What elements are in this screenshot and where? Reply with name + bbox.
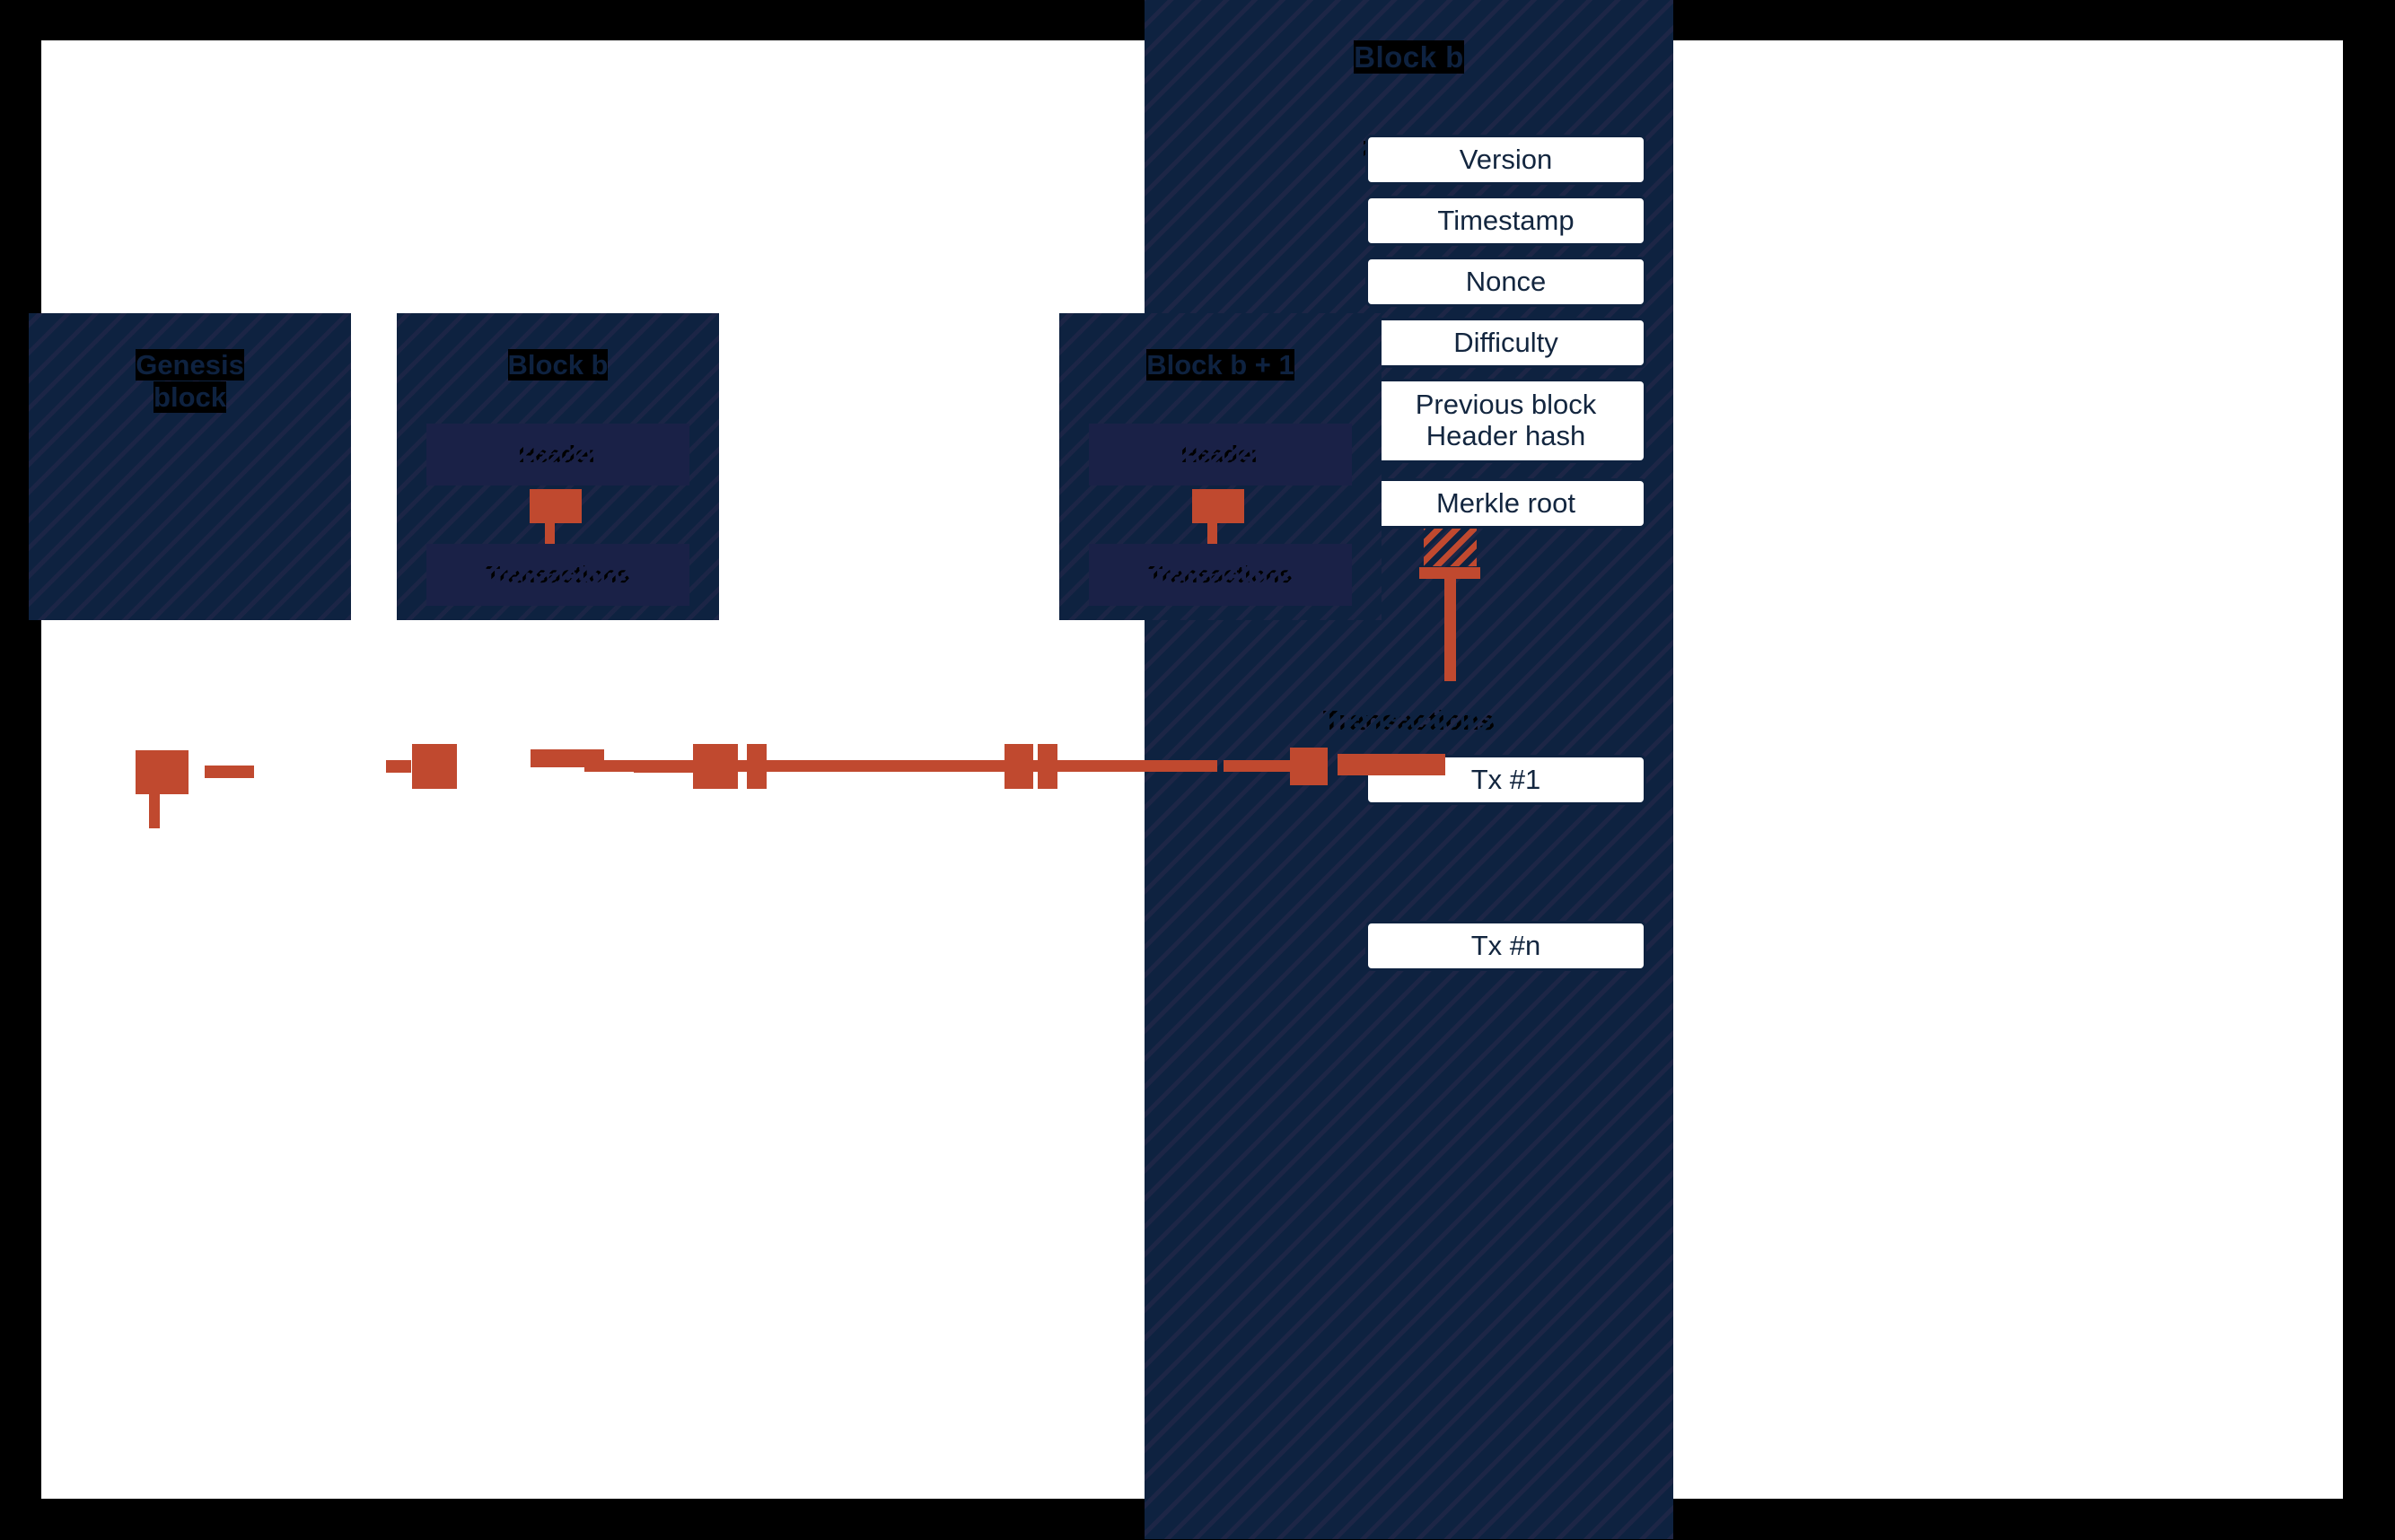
block-b[interactable]: Block b Header Transactions	[397, 313, 719, 620]
block-b-plus-1-transactions-subbox[interactable]: Transactions	[1089, 544, 1352, 606]
block-b-title: Block b	[397, 349, 719, 381]
field-version[interactable]: Version	[1365, 135, 1646, 185]
detail-panel-title: Block b	[1145, 40, 1673, 74]
detail-panel-transactions-label: Transactions	[1322, 704, 1496, 736]
merkle-down-arrow-stem	[1444, 575, 1456, 681]
block-b-down-arrow-stem	[545, 520, 555, 548]
block-b-header-label: Header	[518, 441, 598, 468]
chain-connector-arrowhead-3b	[1038, 744, 1057, 789]
field-nonce[interactable]: Nonce	[1365, 257, 1646, 307]
block-b-plus-1-title-text: Block b + 1	[1146, 349, 1294, 381]
chain-trailing-arrowhead	[1290, 748, 1328, 785]
merkle-down-arrowhead	[1424, 529, 1477, 566]
genesis-down-arrow-stem	[149, 791, 160, 828]
block-b-plus-1-down-arrow-stem	[1207, 520, 1217, 548]
genesis-block[interactable]: Genesis block	[29, 313, 351, 828]
block-b-header-subbox[interactable]: Header	[426, 424, 689, 486]
genesis-block-title: Genesis block	[29, 349, 351, 414]
field-prev-hash-line1: Previous block	[1415, 389, 1597, 421]
tx-item-n-label: Tx #n	[1470, 929, 1541, 961]
block-b-plus-1-header-subbox[interactable]: Header	[1089, 424, 1352, 486]
block-b-transactions-subbox[interactable]: Transactions	[426, 544, 689, 606]
chain-line-segment	[205, 766, 254, 778]
diagram-canvas: Genesis block Block b Header Transaction…	[29, 0, 2343, 1539]
chain-connector-arrowhead-1	[412, 744, 457, 789]
block-b-plus-1-title: Block b + 1	[1059, 349, 1382, 381]
field-difficulty-label: Difficulty	[1453, 326, 1558, 358]
genesis-title-line2: block	[154, 381, 226, 413]
chain-connector-dash-4	[948, 760, 1217, 772]
tx-item-n[interactable]: Tx #n	[1365, 921, 1646, 971]
field-prev-hash-line2: Header hash	[1426, 420, 1586, 451]
block-b-plus-1-header-label: Header	[1180, 441, 1260, 468]
field-timestamp-label: Timestamp	[1437, 204, 1575, 236]
genesis-title-line1: Genesis	[136, 349, 244, 381]
detail-panel-title-text: Block b	[1354, 40, 1464, 74]
field-timestamp[interactable]: Timestamp	[1365, 196, 1646, 246]
tx-item-1-label: Tx #1	[1470, 763, 1541, 795]
field-nonce-label: Nonce	[1465, 265, 1547, 297]
detail-panel-transactions-label-wrap: Transactions	[1145, 704, 1673, 737]
field-previous-block-header-hash[interactable]: Previous block Header hash	[1365, 379, 1646, 463]
field-merkle-root[interactable]: Merkle root	[1365, 478, 1646, 529]
chain-trailing-dash-2	[1338, 754, 1445, 775]
block-b-plus-1[interactable]: Block b + 1 Header Transactions	[1059, 313, 1382, 620]
merkle-down-arrow-bar	[1419, 567, 1480, 579]
chain-trailing-dash-1	[1224, 760, 1268, 772]
field-merkle-root-label: Merkle root	[1435, 486, 1576, 519]
field-version-label: Version	[1459, 143, 1553, 175]
block-b-plus-1-down-arrow-head	[1192, 489, 1244, 523]
chain-connector-arrowhead-3	[1004, 744, 1033, 789]
block-b-plus-1-transactions-label: Transactions	[1148, 561, 1293, 588]
chain-connector-dash-1	[386, 760, 411, 773]
field-difficulty[interactable]: Difficulty	[1365, 318, 1646, 368]
genesis-down-arrow-head	[136, 750, 189, 794]
block-b-transactions-label: Transactions	[486, 561, 630, 588]
block-b-title-text: Block b	[507, 349, 609, 381]
block-b-down-arrow-head	[530, 489, 582, 523]
